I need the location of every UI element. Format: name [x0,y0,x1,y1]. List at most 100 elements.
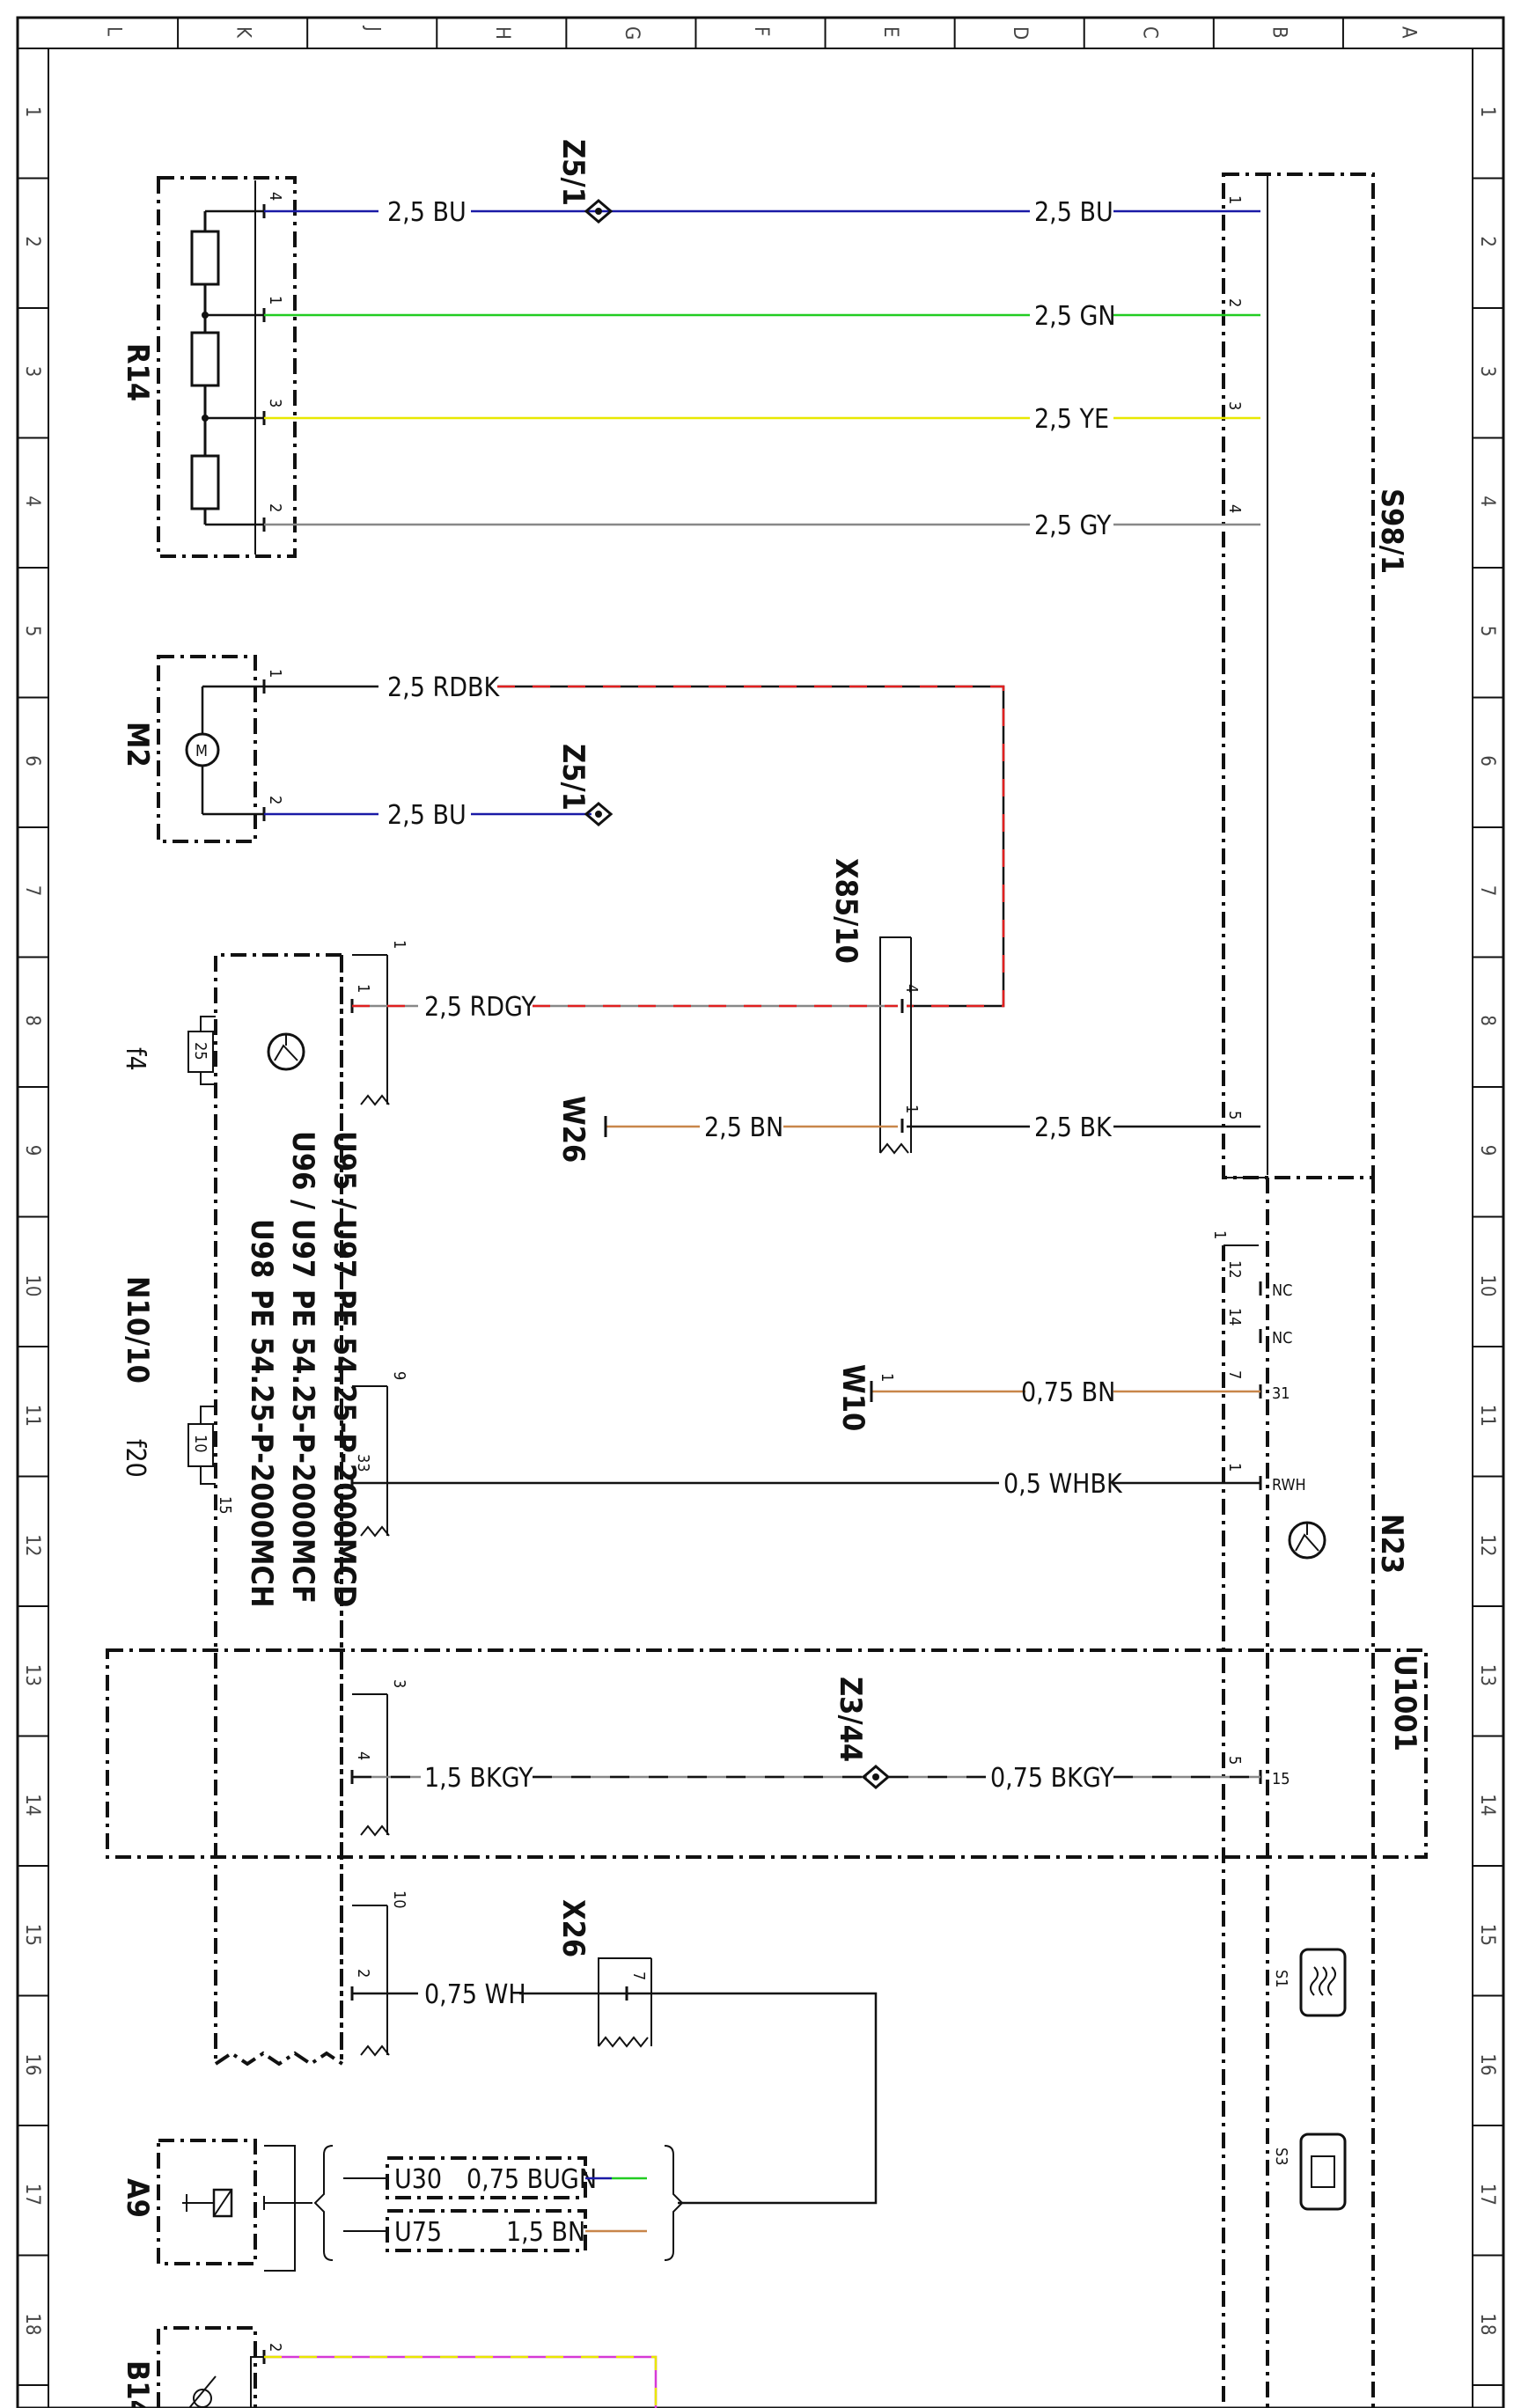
frame-row-label: 12 [21,1534,43,1556]
svg-text:2,5 YE: 2,5 YE [1034,404,1109,435]
svg-text:4: 4 [1225,504,1244,513]
svg-text:15: 15 [1272,1770,1290,1788]
svg-text:N23: N23 [1374,1514,1409,1574]
svg-text:10: 10 [191,1435,209,1453]
frame-row-label: 9 [21,1145,43,1156]
frame-row-label: 1 [1476,106,1498,118]
wire-whbk: 0,5 WHBK [352,1469,1260,1500]
svg-text:5: 5 [1225,1756,1244,1765]
wire-bk-x85: 2,5 BK [907,1112,1260,1143]
frame-row-label: 17 [21,2184,43,2206]
svg-text:RWH: RWH [1272,1476,1306,1494]
connector-x26[interactable]: 7 X26 [555,1899,652,2048]
frame-row-label: 2 [21,236,43,247]
svg-text:f20: f20 [120,1439,151,1478]
svg-text:0,75 BUGN: 0,75 BUGN [467,2164,597,2195]
frame-row-label: 15 [1476,1924,1498,1946]
svg-text:PE 54.25-P-2000MCF: PE 54.25-P-2000MCF [285,1289,320,1604]
svg-text:S3: S3 [1272,2147,1290,2166]
svg-text:1: 1 [266,669,284,678]
svg-text:1: 1 [1210,1230,1229,1239]
component-n10-10[interactable]: N10/10 25 f4 10 f20 U95 / U97 U96 / U97 … [120,940,408,2067]
svg-text:X26: X26 [555,1899,591,1957]
svg-text:U98: U98 [244,1219,279,1278]
inner-border [48,48,1473,2408]
svg-text:0,75 BKGY: 0,75 BKGY [990,1763,1114,1794]
svg-text:Z3/44: Z3/44 [833,1677,868,1762]
svg-text:5: 5 [1225,1111,1244,1120]
wire-gy: 2,5 GY [264,510,1260,541]
svg-text:0,75 WH: 0,75 WH [424,1979,526,2010]
svg-text:M2: M2 [120,722,155,767]
svg-text:1: 1 [902,1105,921,1113]
svg-text:B14: B14 [120,2360,155,2408]
svg-text:2,5 BU: 2,5 BU [1034,197,1113,228]
svg-text:f4: f4 [120,1047,151,1071]
component-r14[interactable]: R14 4 1 3 2 [120,176,297,558]
svg-text:U96 / U97: U96 / U97 [285,1131,320,1278]
svg-text:1: 1 [266,296,284,305]
frame-row-label: 14 [21,1794,43,1816]
wire-bn-w26: 2,5 BN W26 [555,1096,898,1163]
component-b14[interactable]: B14 2 [120,2326,284,2408]
frame-row-label: 3 [1476,366,1498,378]
frame-row-label: 2 [1476,236,1498,247]
frame-column-label: E [879,26,901,38]
svg-text:Z5/1: Z5/1 [555,139,591,206]
frame-row-label: 7 [1476,885,1498,897]
frame-column-label: L [103,26,125,36]
frame-row-label: 8 [1476,1015,1498,1026]
svg-text:33: 33 [354,1454,372,1472]
frame-row-label: 16 [21,2053,43,2075]
frame-column-label: H [491,26,513,40]
frame-row-label: 9 [1476,1145,1498,1156]
component-m2[interactable]: M M2 1 2 [120,655,284,843]
frame-row-label: 5 [21,626,43,637]
frame-row-label: 10 [1476,1274,1498,1296]
wire-bu-m2: 2,5 BU Z5/1 [264,744,614,831]
svg-text:10: 10 [390,1890,408,1909]
svg-text:9: 9 [390,1371,408,1380]
svg-text:U30: U30 [394,2164,442,2195]
frame-row-label: 5 [1476,626,1498,637]
svg-text:S1: S1 [1272,1970,1290,1988]
wire-bkgy: 1,5 BKGY 0,75 BKGY Z3/44 [352,1677,1260,1794]
frame-row-label: 18 [1476,2313,1498,2335]
frame-column-label: A [1397,26,1419,39]
zone-u1001: U1001 [106,1648,1428,1859]
svg-text:1: 1 [1225,195,1244,204]
frame-row-label: 1 [21,106,43,118]
frame-row-label: 12 [1476,1534,1498,1556]
svg-text:2,5 RDBK: 2,5 RDBK [387,672,501,703]
frame-row-label: 3 [21,366,43,378]
wire-bu-top: 2,5 BU 2,5 BU Z5/1 [264,139,1260,228]
svg-text:3: 3 [266,399,284,407]
frame-column-label: G [621,26,643,40]
svg-text:1,5 BN: 1,5 BN [506,2217,585,2248]
svg-text:2: 2 [266,503,284,512]
connector-x85-10[interactable]: X85/10 4 1 [828,858,921,1155]
frame-row-label: 8 [21,1015,43,1026]
svg-text:1,5 BKGY: 1,5 BKGY [424,1763,533,1794]
svg-text:3: 3 [1225,401,1244,410]
wire-ye: 2,5 YE [264,404,1260,435]
svg-text:2,5 BU: 2,5 BU [387,197,467,228]
component-n23[interactable]: N23 1 12 14 7 1 5 NC NC 31 RWH 15 S1 S3 [1210,1178,1409,2408]
svg-text:X85/10: X85/10 [828,858,863,964]
component-s98-1[interactable]: S98/1 1 2 3 4 5 [1222,173,1409,1179]
svg-text:2: 2 [266,2343,284,2352]
svg-text:2,5 BN: 2,5 BN [704,1112,783,1143]
svg-text:4: 4 [266,192,284,201]
svg-text:PE 54.25-P-2000MCD: PE 54.25-P-2000MCD [327,1289,362,1607]
svg-text:1: 1 [354,984,372,993]
frame-column-label: C [1138,26,1160,39]
frame-row-label: 10 [21,1274,43,1296]
frame-row-label: 16 [1476,2053,1498,2075]
frame-row-label: 15 [21,1924,43,1946]
component-a9[interactable]: A9 [120,2139,296,2272]
svg-text:PE 54.25-P-2000MCH: PE 54.25-P-2000MCH [244,1289,279,1608]
frame-row-label: 13 [21,1664,43,1686]
svg-text:U95 / U97: U95 / U97 [327,1131,362,1278]
svg-text:2,5 BU: 2,5 BU [387,800,467,831]
